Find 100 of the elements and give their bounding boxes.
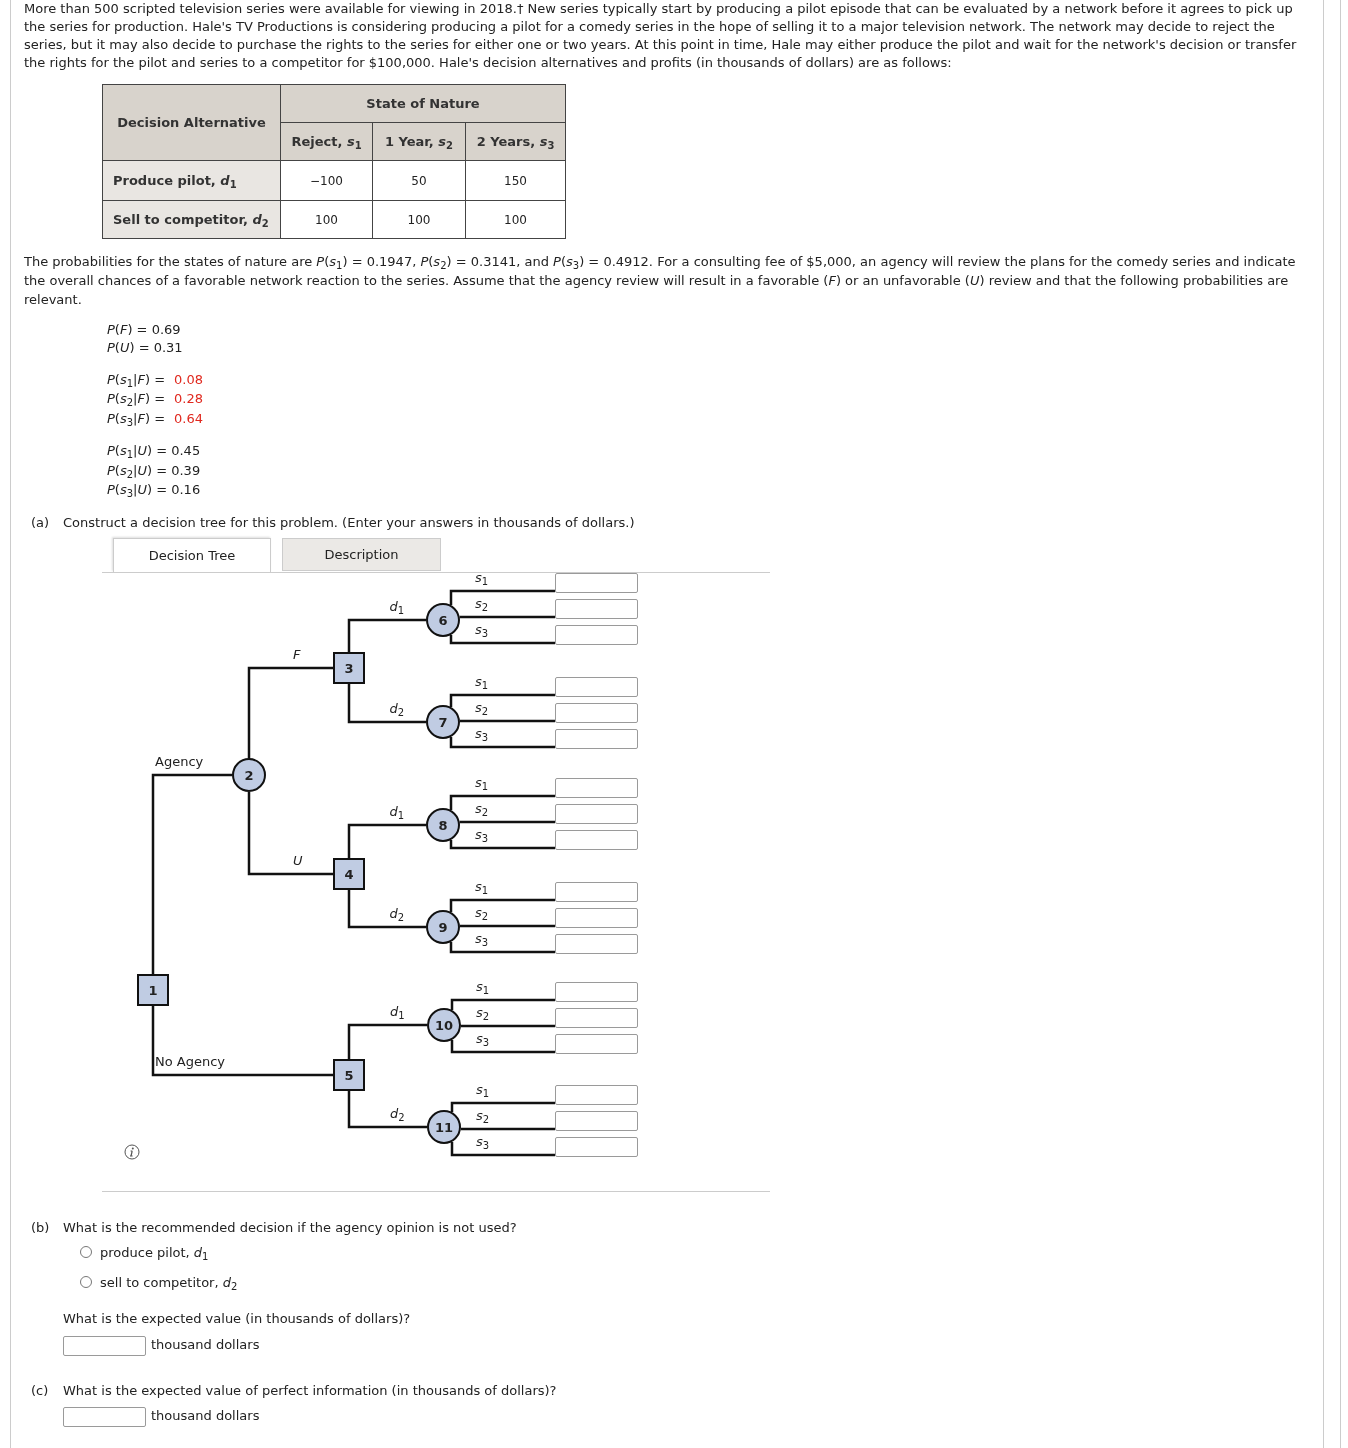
branch-line	[450, 1040, 555, 1054]
branch-line	[460, 1127, 555, 1131]
question-text: What is the expected value of perfect information (in thousands of dollars)?	[63, 1382, 557, 1400]
branch-line	[151, 773, 232, 974]
part-label: (a)	[31, 514, 50, 532]
branch-line	[151, 1006, 333, 1077]
unit-label: thousand dollars	[151, 1336, 260, 1354]
answer-field	[555, 599, 638, 619]
edge-label: d$_{2}$	[389, 905, 405, 923]
answer-field	[555, 982, 638, 1002]
decision-node: 4	[333, 858, 365, 890]
branch-line	[459, 924, 555, 928]
option-label: produce pilot, d$_{1}$	[100, 1244, 209, 1262]
branch-line	[459, 719, 555, 723]
edge-label: s$_{3}$	[475, 930, 489, 948]
branch-line	[460, 1024, 555, 1028]
edge-label: d$_{2}$	[390, 1105, 405, 1123]
answer-field	[555, 1008, 638, 1028]
chance-node: 2	[232, 758, 266, 792]
answer-field	[555, 882, 638, 902]
branch-line	[450, 1101, 555, 1112]
branch-line	[347, 823, 426, 858]
branch-line	[449, 635, 555, 645]
edge-label: s$_{1}$	[475, 774, 489, 792]
answer-field	[555, 625, 638, 645]
edge-label: s$_{3}$	[475, 621, 489, 639]
branch-line	[449, 898, 555, 912]
branch-line	[450, 1142, 555, 1157]
edge-label: s$_{1}$	[476, 978, 490, 996]
question-text: P(s$_{3}$|F) =	[107, 410, 166, 428]
question-text: P(U) = 0.31	[107, 339, 183, 357]
edge-label: d$_{1}$	[389, 598, 405, 616]
branch-line	[347, 1091, 427, 1129]
question-text: What is the expected value (in thousands of dollars)?	[63, 1310, 411, 1328]
given-value: 0.08	[174, 371, 203, 389]
chance-node: 10	[427, 1008, 461, 1042]
answer-field	[63, 1407, 146, 1427]
edge-label: Agency	[155, 753, 204, 771]
edge-label: F	[293, 646, 301, 664]
answer-field	[555, 908, 638, 928]
tab: Description	[282, 538, 441, 571]
answer-field	[555, 703, 638, 723]
answer-field	[555, 729, 638, 749]
part-label: (c)	[31, 1382, 49, 1400]
edge-label: No Agency	[155, 1053, 226, 1071]
part-label: (b)	[31, 1219, 50, 1237]
row-header: Produce pilot, d$_{1}$	[102, 160, 281, 201]
edge-label: d$_{1}$	[390, 1003, 405, 1021]
edge-label: s$_{3}$	[476, 1030, 490, 1048]
branch-line	[449, 840, 555, 850]
edge-label: s$_{3}$	[475, 826, 489, 844]
edge-label: s$_{2}$	[476, 1004, 490, 1022]
answer-field	[63, 1336, 146, 1356]
tab: Decision Tree	[113, 538, 271, 572]
question-text: P(F) = 0.69	[107, 321, 181, 339]
problem-text: The probabilities for the states of nature are P(s$_{1}$) = 0.1947, P(s$_{2}$) = 0.3141, and P(s$_{3}$) = 0.4912. For a consulting fee of $5,000, an agency will review the plans for the comedy series and indicate the overall chances of a favorable network reaction to the series. Assume that the agency review will result in a favorable (F) or an unfavorable (U) review and that the following probabilities are relevant.	[24, 253, 1297, 309]
question-text: P(s$_{1}$|F) =	[107, 371, 166, 389]
branch-line	[347, 1023, 427, 1059]
branch-line	[449, 942, 555, 954]
question-text: P(s$_{3}$|U) = 0.16	[107, 481, 201, 499]
edge-label: s$_{1}$	[475, 878, 489, 896]
edge-label: s$_{1}$	[475, 569, 489, 587]
branch-line	[449, 589, 555, 605]
answer-field	[555, 573, 638, 593]
question-text: Construct a decision tree for this problem. (Enter your answers in thousands of dollars.)	[63, 514, 635, 532]
branch-line	[247, 792, 333, 876]
branch-line	[459, 615, 555, 619]
edge-label: s$_{2}$	[475, 595, 489, 613]
edge-label: s$_{2}$	[476, 1107, 490, 1125]
problem-text: More than 500 scripted television series were available for viewing in 2018.† New series typically start by producing a pilot episode that can be evaluated by a network before it agrees to pick up the series for production. Hale's TV Productions is considering producing a pilot for a comedy series in the hope of selling it to a major television network. The network may decide to reject the series, but it may also decide to purchase the rights to the series for either one or two years. At this point in time, Hale may either produce the pilot and wait for the network's decision or transfer the rights for the pilot and series to a competitor for $100,000. Hale's decision alternatives and profits (in thousands of dollars) are as follows:	[24, 0, 1298, 72]
chance-node: 9	[426, 910, 460, 944]
column-header: Reject, s$_{1}$	[280, 122, 373, 161]
branch-line	[347, 618, 426, 652]
branch-line	[347, 684, 426, 724]
edge-label: s$_{3}$	[476, 1133, 490, 1151]
edge-label: s$_{3}$	[475, 725, 489, 743]
unit-label: thousand dollars	[151, 1407, 260, 1425]
edge-label: s$_{2}$	[475, 904, 489, 922]
edge-label: s$_{2}$	[475, 699, 489, 717]
answer-field	[555, 1111, 638, 1131]
edge-label: s$_{2}$	[475, 800, 489, 818]
question-text: P(s$_{2}$|U) = 0.39	[107, 462, 201, 480]
edge-label: d$_{1}$	[389, 803, 405, 821]
decision-node: 1	[137, 974, 169, 1006]
chance-node: 6	[426, 603, 460, 637]
column-header: State of Nature	[280, 84, 566, 123]
answer-field	[555, 1085, 638, 1105]
option-label: sell to competitor, d$_{2}$	[100, 1274, 238, 1292]
question-text: What is the recommended decision if the agency opinion is not used?	[63, 1219, 517, 1237]
table-value: 100	[465, 200, 566, 239]
decision-node: 3	[333, 652, 365, 684]
chance-node: 8	[426, 808, 460, 842]
answer-field	[555, 1137, 638, 1157]
given-value: 0.28	[174, 390, 203, 408]
branch-line	[247, 666, 333, 758]
column-header: 2 Years, s$_{3}$	[465, 122, 566, 161]
given-value: 0.64	[174, 410, 203, 428]
answer-field	[555, 778, 638, 798]
answer-field	[555, 830, 638, 850]
edge-label: s$_{1}$	[475, 673, 489, 691]
